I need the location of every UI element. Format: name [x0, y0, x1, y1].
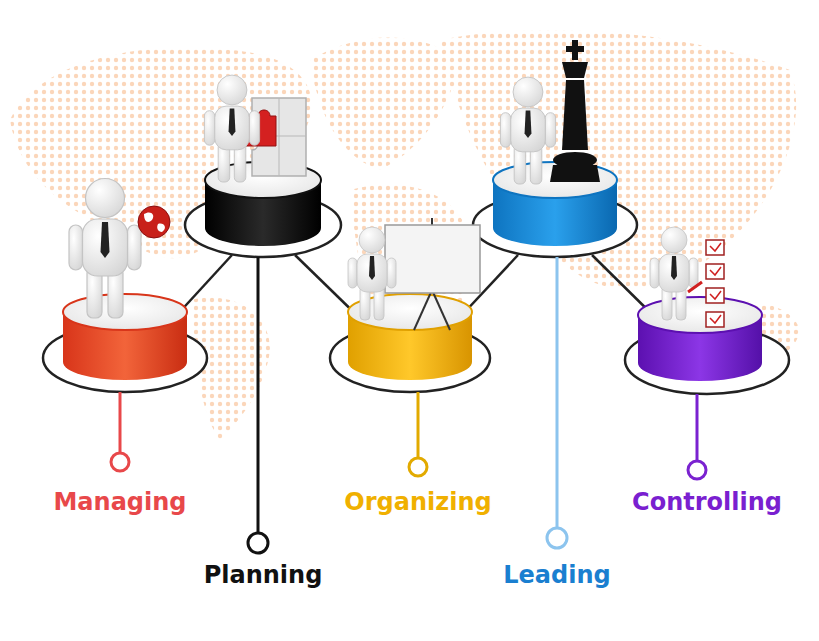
label-holder: Organizing [344, 488, 491, 517]
label-holder: Planning [204, 561, 323, 590]
leader-line [417, 392, 420, 458]
chart-leg [432, 290, 450, 330]
check-mark [710, 243, 721, 323]
leader-lines [111, 257, 706, 553]
chart-hook [431, 218, 433, 225]
king-cross [566, 46, 584, 52]
function-label: Organizing [344, 488, 491, 517]
red-pen [688, 282, 702, 292]
chart-leg [414, 290, 432, 330]
person-figure [204, 75, 259, 182]
leader-end [409, 458, 427, 476]
label-holder: Controlling [632, 488, 782, 517]
check-box [706, 240, 724, 255]
globe-land [144, 212, 165, 232]
chess-king [550, 40, 600, 182]
globe [138, 206, 170, 238]
person-figure [650, 227, 698, 320]
leader-line [696, 394, 699, 461]
leading-figure [500, 77, 555, 184]
checklist [706, 240, 724, 327]
function-label: Leading [503, 561, 610, 590]
person-figure [500, 77, 555, 184]
chart-board [385, 225, 480, 293]
flip-chart [385, 218, 480, 330]
leader-end [688, 461, 706, 479]
controlling-figure [650, 227, 698, 320]
leader-end [248, 533, 268, 553]
planning-figure [204, 75, 259, 182]
leader-line [257, 257, 260, 533]
person-figure [69, 179, 141, 319]
leader-line [119, 392, 122, 453]
globe-sphere [138, 206, 170, 238]
person-figure [348, 227, 396, 320]
function-label: Managing [53, 488, 186, 517]
managing-figure [69, 179, 141, 319]
pedestal-blue [493, 162, 617, 246]
pedestal-top [638, 297, 762, 333]
pedestal-top [493, 162, 617, 198]
leader-end [547, 528, 567, 548]
leader-line [556, 257, 559, 528]
king-crown [562, 62, 588, 78]
function-label: Controlling [632, 488, 782, 517]
king-body [562, 80, 588, 150]
king-base [550, 165, 600, 182]
check-box [706, 264, 724, 279]
leader-end [111, 453, 129, 471]
label-holder: Managing [53, 488, 186, 517]
pedestal-red [63, 294, 187, 380]
base-rings [43, 193, 789, 394]
pedestal-purple [638, 297, 762, 381]
check-box [706, 312, 724, 327]
pedestal-top [63, 294, 187, 330]
check-box [706, 288, 724, 303]
function-label: Planning [204, 561, 323, 590]
organizing-figure [348, 227, 396, 320]
label-holder: Leading [503, 561, 610, 590]
